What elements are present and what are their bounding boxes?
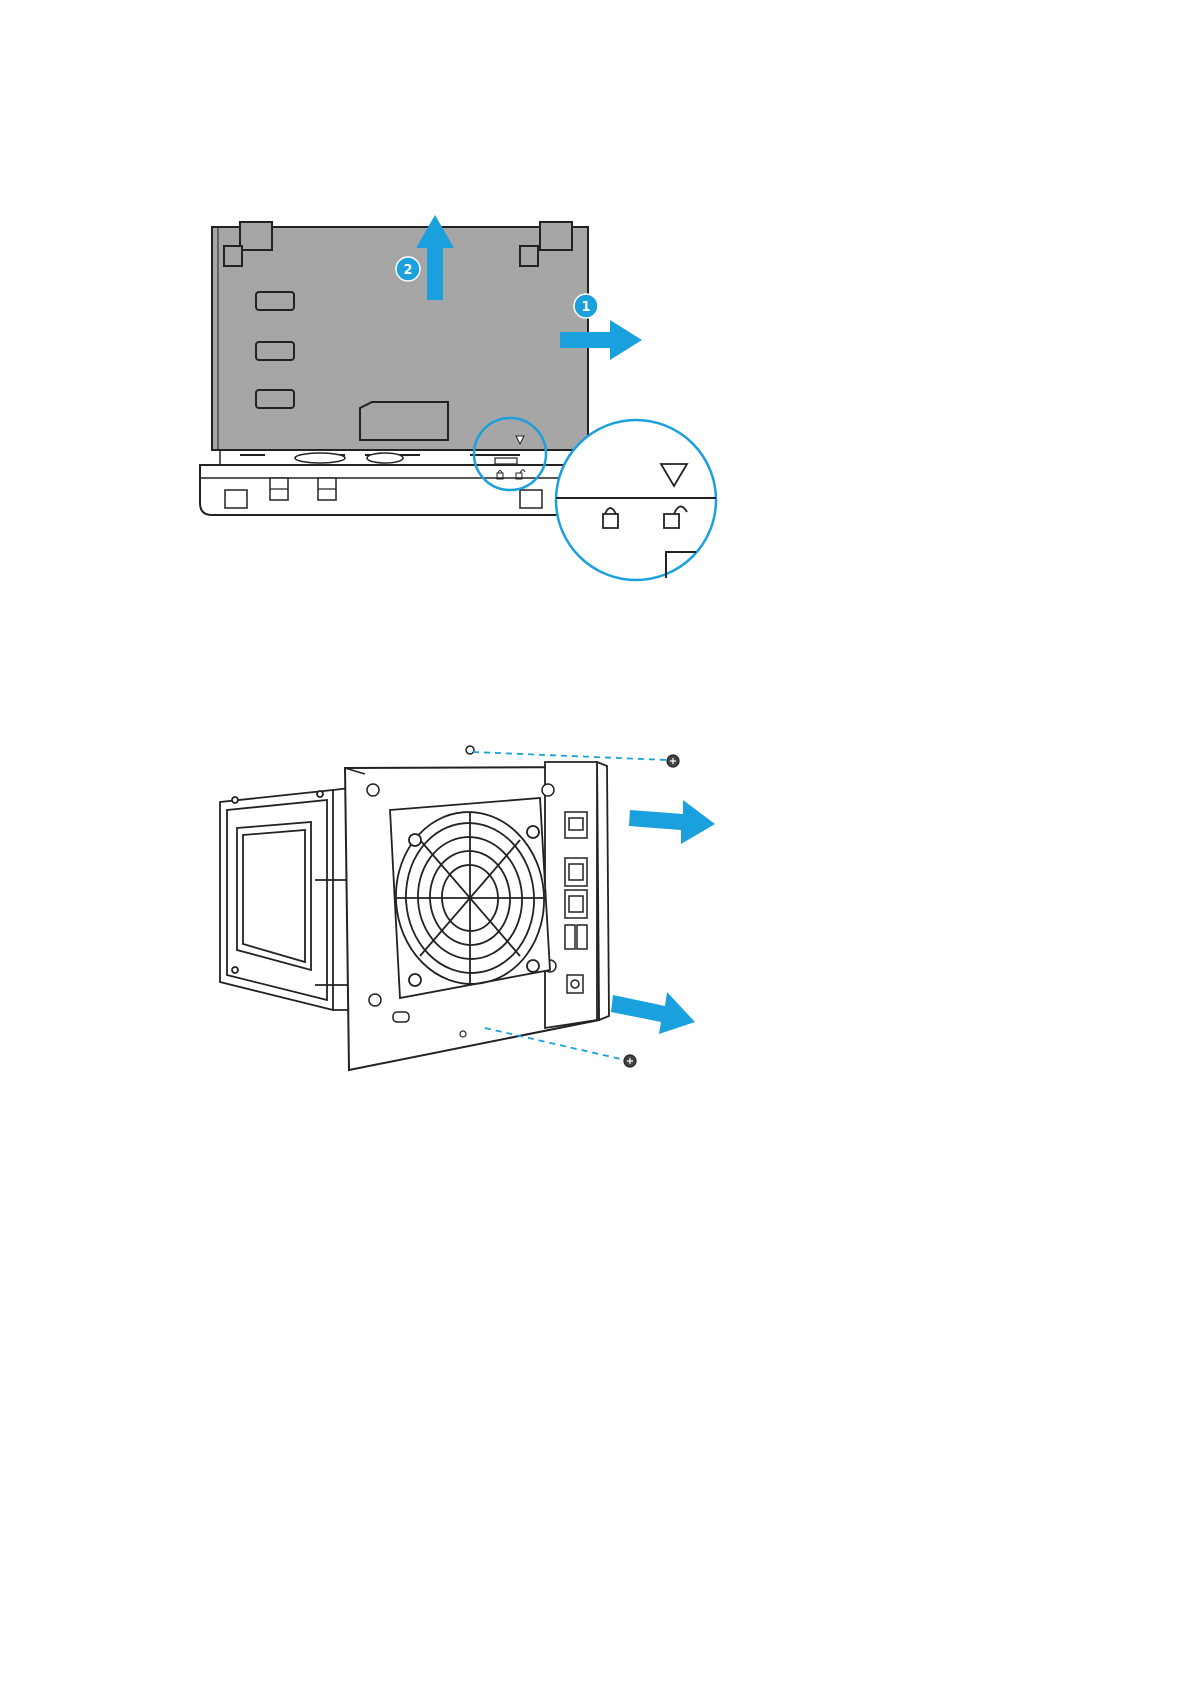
- drive-cage: [220, 788, 350, 1010]
- case-cover[interactable]: [212, 222, 588, 450]
- step-2-number: 2: [403, 263, 412, 278]
- screw-hole: [542, 784, 554, 796]
- step-1-number: 1: [581, 300, 590, 315]
- screw-hole: [367, 784, 379, 796]
- chassis-foot-left: [225, 490, 247, 508]
- screw-icon: [667, 755, 679, 767]
- lock-slider[interactable]: [495, 458, 517, 464]
- pull-arrow-bottom: [611, 992, 695, 1034]
- rear-panel-svg: [215, 770, 785, 1170]
- usb-port: [577, 925, 587, 949]
- cover-removal-svg: 1 2: [190, 200, 790, 640]
- fan-grille-icon: [390, 798, 550, 998]
- cover-vent-slot: [256, 342, 294, 360]
- lock-slot: [393, 1012, 409, 1022]
- rear-panel-removal-diagram: [215, 770, 785, 1170]
- cover-removal-diagram: 1 2: [190, 200, 790, 640]
- cover-label-area: [360, 402, 448, 440]
- chassis-foot-right: [520, 490, 542, 508]
- screw-icon: [624, 1055, 636, 1067]
- lock-detail-zoom: [556, 420, 716, 580]
- cover-vent-slot: [256, 390, 294, 408]
- pull-arrow-top: [629, 800, 715, 844]
- usb-port: [565, 925, 575, 949]
- screw-hole: [466, 746, 474, 754]
- cover-vent-slot: [256, 292, 294, 310]
- screw-hole: [369, 994, 381, 1006]
